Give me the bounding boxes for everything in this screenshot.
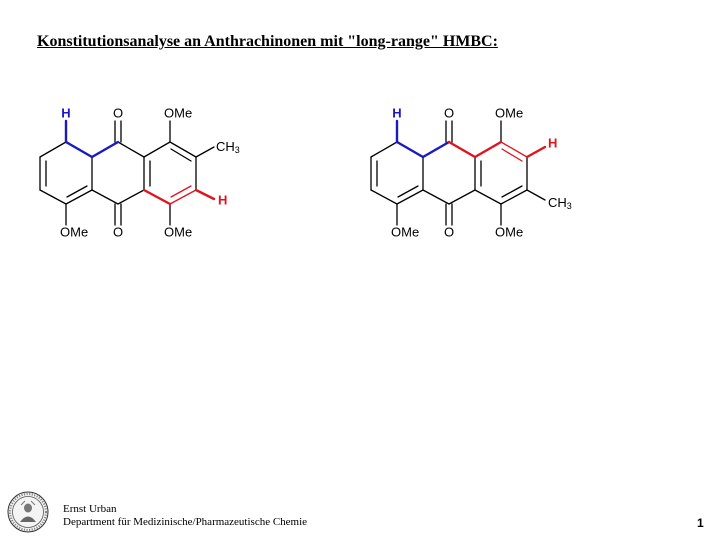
oxygen-label: O: [444, 106, 454, 121]
methoxy-label: OMe: [391, 225, 419, 240]
hydrogen-label: H: [392, 106, 401, 121]
methoxy-label: OMe: [164, 106, 192, 121]
methoxy-label: OMe: [164, 225, 192, 240]
hydrogen-label: H: [548, 136, 557, 151]
methyl-label-main: CH: [548, 195, 567, 210]
structure-b: H O OMe H CH3 OMe O OMe: [370, 106, 572, 240]
methoxy-label: OMe: [495, 225, 523, 240]
structure-b-red-correlation: [447, 140, 547, 162]
author-name: Ernst Urban: [63, 503, 117, 515]
structure-b-blue-correlation: [395, 119, 451, 159]
structure-a-labels: H O OMe CH3 H OMe O OMe: [60, 106, 240, 240]
structure-a-red-correlation: [142, 185, 216, 206]
methyl-label-main: CH: [216, 139, 235, 154]
page-number: 1: [697, 516, 704, 530]
methyl-label: CH3: [216, 139, 240, 156]
structure-a-bonds: [39, 120, 215, 226]
structure-b-labels: H O OMe H CH3 OMe O OMe: [391, 106, 572, 240]
slide-title: Konstitutionsanalyse an Anthrachinonen m…: [37, 33, 498, 50]
oxygen-label: O: [113, 225, 123, 240]
methoxy-label: OMe: [495, 106, 523, 121]
hydrogen-label: H: [61, 106, 70, 121]
hydrogen-label: H: [218, 193, 227, 208]
oxygen-label: O: [113, 106, 123, 121]
oxygen-label: O: [444, 225, 454, 240]
structure-b-bonds: [370, 120, 546, 226]
university-seal-icon: [7, 491, 49, 533]
methyl-label-subscript: 3: [235, 145, 240, 155]
methoxy-label: OMe: [60, 225, 88, 240]
methyl-label-subscript: 3: [567, 201, 572, 211]
methyl-label: CH3: [548, 195, 572, 212]
structure-a-blue-correlation: [64, 119, 120, 159]
department-name: Department für Medizinische/Pharmazeutis…: [63, 516, 308, 528]
structure-a: H O OMe CH3 H OMe O OMe: [39, 106, 240, 240]
author-block: Ernst Urban Department für Medizinische/…: [63, 503, 307, 529]
